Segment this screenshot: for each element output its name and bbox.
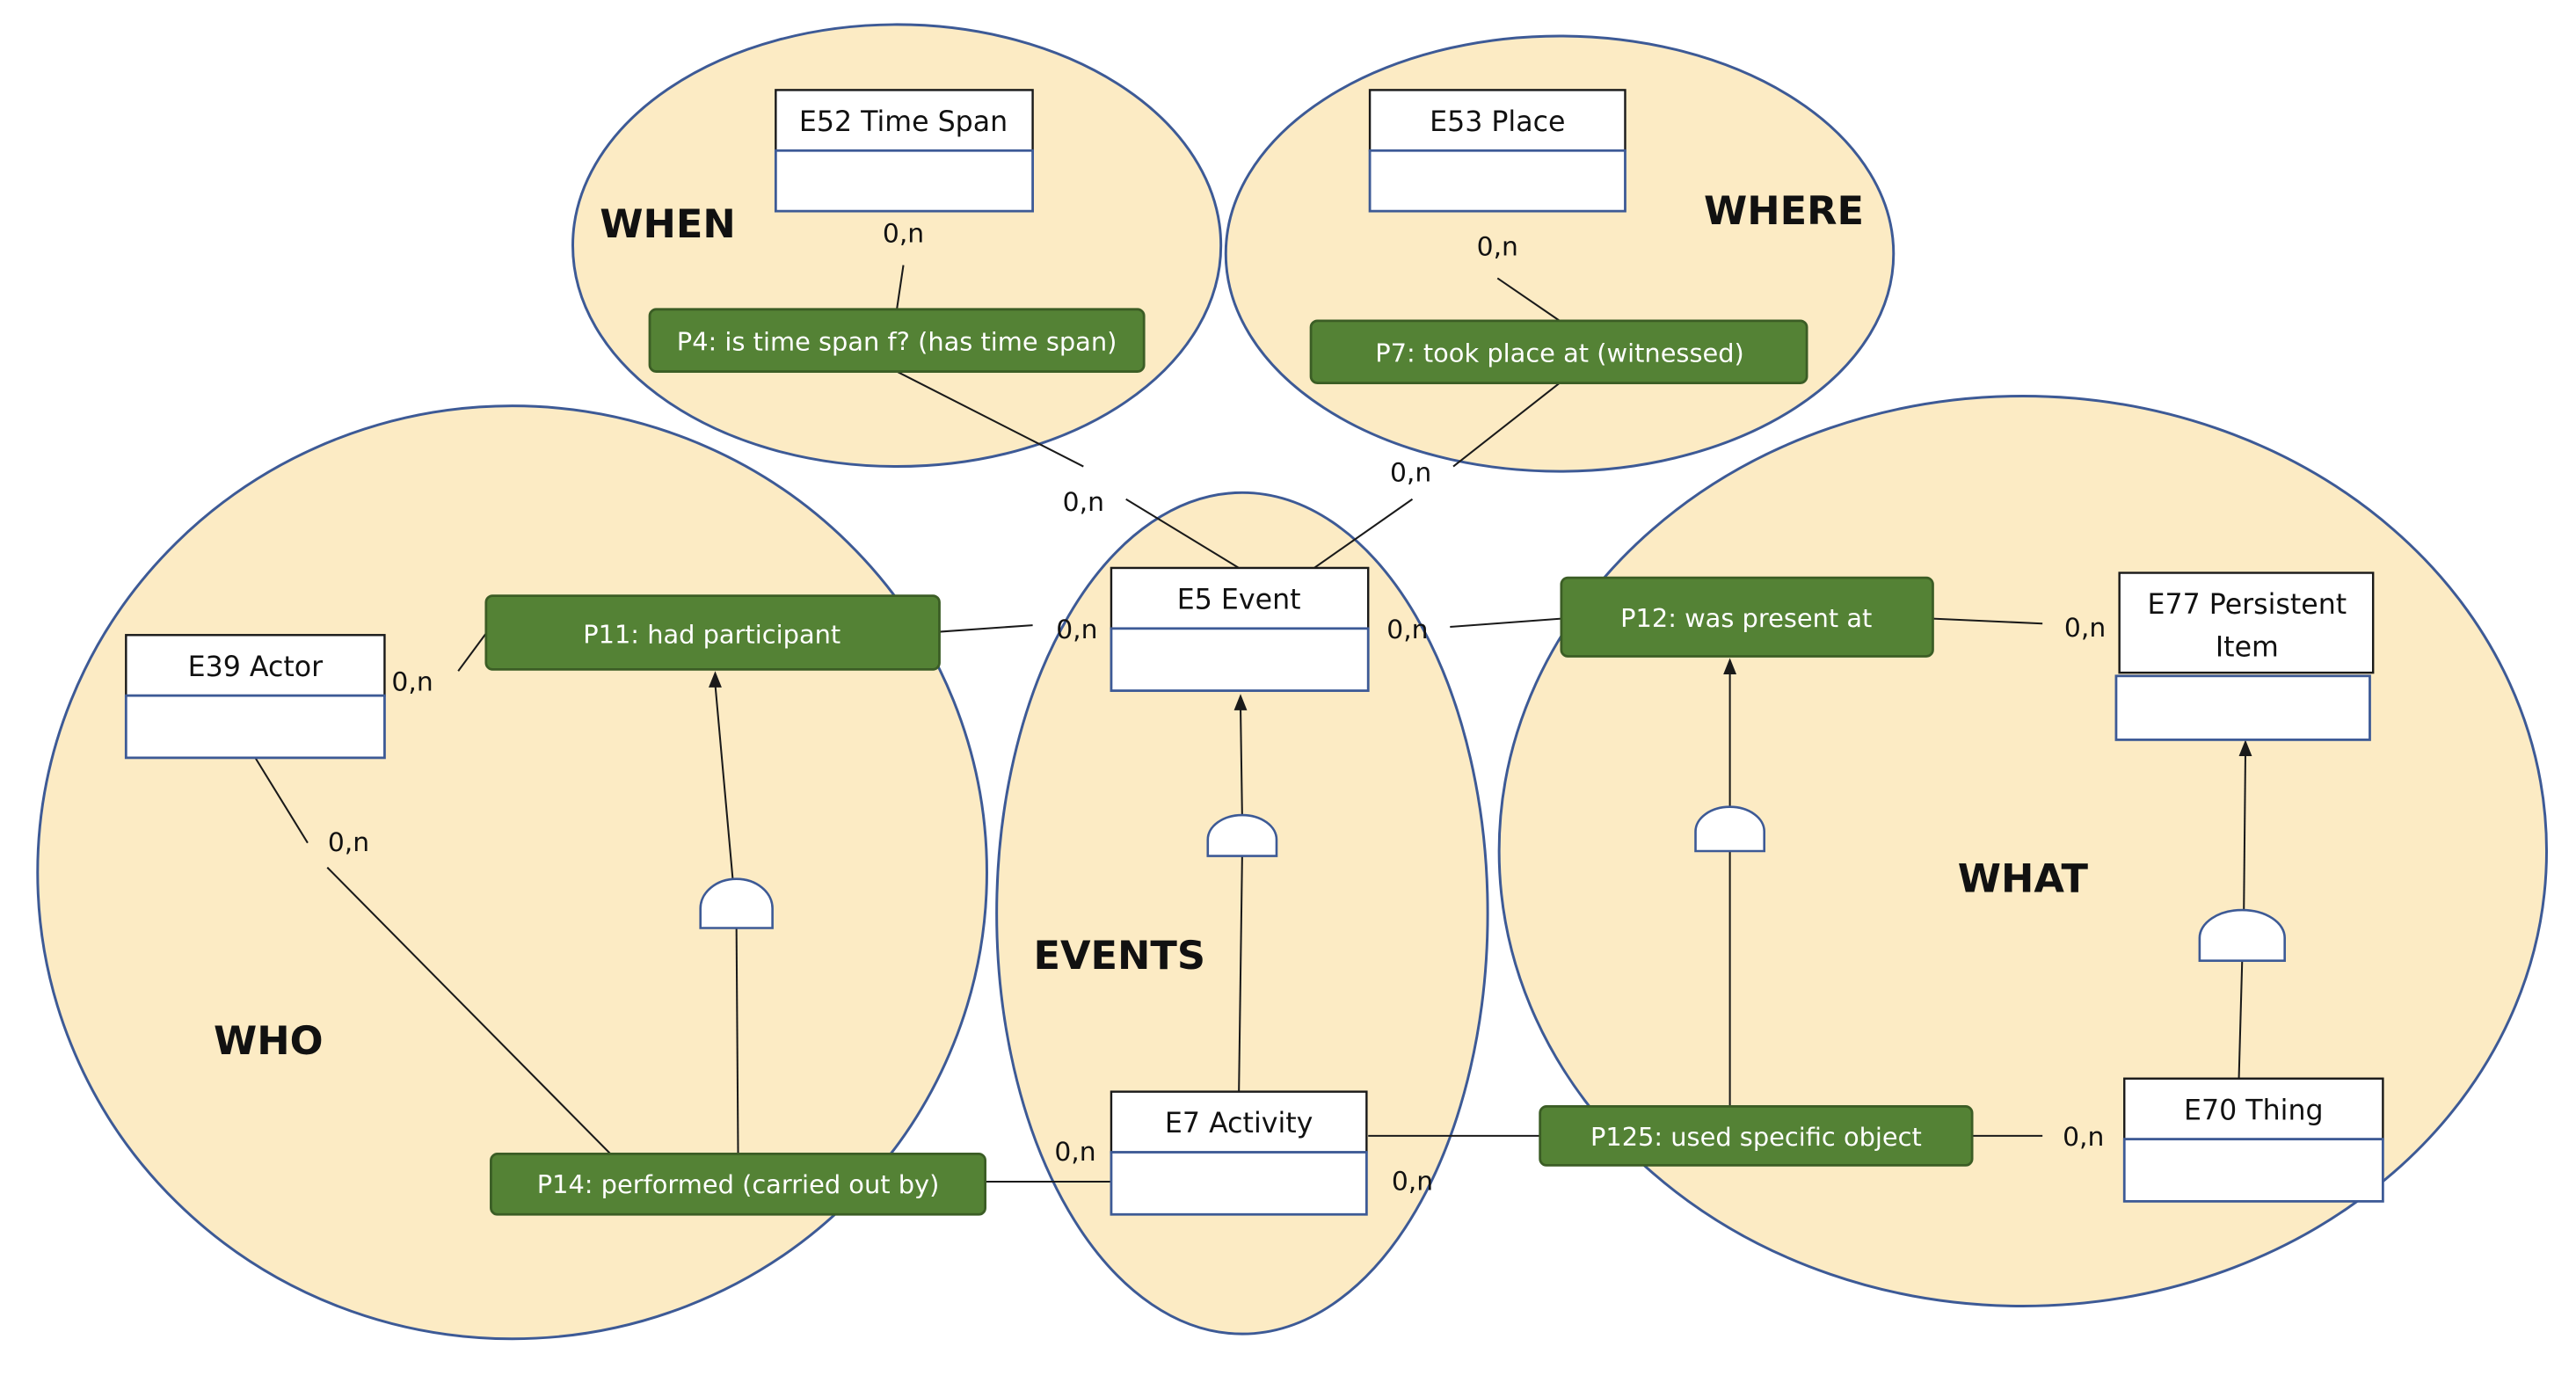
class-e77-body-box — [2114, 674, 2371, 741]
subtype-marker-e70-e77 — [2198, 908, 2286, 963]
subtype-marker-p14-p11 — [699, 877, 774, 929]
class-e52: E52 Time Span — [774, 89, 1034, 213]
class-e39-title-box — [125, 634, 386, 697]
region-label-where: WHERE — [1704, 188, 1864, 234]
cardinality-e5-p12: 0,n — [1386, 615, 1428, 645]
cardinality-p125-e70: 0,n — [2063, 1122, 2104, 1153]
cardinality-p14-e7: 0,n — [1054, 1137, 1095, 1168]
connector-p12-e77 — [1932, 617, 2043, 625]
property-p14-label: P14: performed (carried out by) — [537, 1169, 940, 1199]
property-p11-box — [484, 594, 941, 671]
cardinality-p4-e5: 0,n — [1063, 487, 1104, 518]
cardinality-labels: 0,n 0,n 0,n 0,n 0,n 0,n 0,n 0,n 0,n 0,n … — [328, 219, 2106, 1197]
class-e7: E7 Activity — [1110, 1090, 1368, 1216]
connector-p4-e5b — [1125, 498, 1240, 569]
property-p12-box — [1560, 576, 1934, 658]
cardinality-p12-e77: 0,n — [2064, 613, 2106, 644]
region-label-when: WHEN — [600, 201, 736, 247]
subtype-markers — [699, 805, 2286, 963]
property-p14-box — [490, 1152, 987, 1216]
cardinality-e7-p125: 0,n — [1392, 1166, 1433, 1197]
property-p4-box — [648, 308, 1146, 373]
link-p14-semi — [735, 928, 739, 1154]
property-p14: P14: performed (carried out by) — [490, 1152, 987, 1216]
connector-p4-e5a — [896, 370, 1084, 468]
class-e5-body-box — [1110, 627, 1370, 692]
link-e7-semi — [1238, 855, 1243, 1092]
class-e53-title-box — [1368, 89, 1626, 152]
property-p125-label: P125: used specific object — [1590, 1122, 1922, 1152]
class-e77-label-line1: E77 Persistent — [2148, 589, 2347, 621]
property-p11-label: P11: had participant — [583, 620, 840, 650]
connector-e52-p4 — [896, 265, 905, 309]
link-e70-semi — [2238, 960, 2244, 1079]
cardinality-e39-p14: 0,n — [328, 827, 369, 858]
property-boxes: P4: is time span f? (has time span) P7: … — [484, 308, 1974, 1216]
connector-p7-e5a — [1452, 382, 1561, 468]
property-p4: P4: is time span f? (has time span) — [648, 308, 1146, 373]
connector-e5-p12 — [1450, 617, 1561, 628]
region-label-what: WHAT — [1958, 856, 2089, 902]
class-e52-label: E52 Time Span — [799, 106, 1008, 138]
class-e70-body-box — [2122, 1138, 2384, 1203]
property-p125: P125: used specific object — [1539, 1105, 1974, 1167]
class-e53: E53 Place — [1368, 89, 1626, 213]
cardinality-e53-p7: 0,n — [1477, 231, 1518, 262]
class-e70: E70 Thing — [2122, 1077, 2384, 1203]
class-e7-title-box — [1110, 1090, 1368, 1154]
connector-p11-e5 — [939, 624, 1033, 633]
cardinality-e39-p11: 0,n — [391, 667, 433, 698]
link-semi-e5 — [1239, 707, 1243, 817]
connector-e39-p14b — [326, 866, 612, 1155]
cardinality-p11-e5: 0,n — [1056, 615, 1097, 645]
arrowhead-e77 — [2238, 739, 2252, 757]
class-e7-label: E7 Activity — [1165, 1108, 1313, 1139]
class-e77-title-box — [2118, 571, 2375, 674]
region-label-events: EVENTS — [1033, 933, 1205, 979]
class-e52-body-box — [774, 149, 1034, 213]
class-e70-title-box — [2123, 1077, 2384, 1140]
arrowheads — [709, 658, 2252, 757]
class-e39-body-box — [124, 694, 386, 760]
connector-e53-p7 — [1496, 277, 1561, 322]
arrowhead-e5 — [1233, 694, 1248, 710]
class-e77: E77 Persistent Item — [2114, 571, 2375, 741]
subtype-marker-e7-e5 — [1206, 813, 1278, 857]
arrowhead-p12 — [1723, 658, 1737, 674]
region-what — [1497, 395, 2549, 1307]
class-e52-title-box — [775, 89, 1034, 152]
arrowhead-p11 — [709, 671, 722, 688]
cardinality-e52-p4: 0,n — [883, 219, 924, 250]
class-e77-label-line2: Item — [2216, 631, 2279, 663]
property-p4-label: P4: is time span f? (has time span) — [677, 326, 1117, 356]
property-p125-box — [1539, 1105, 1974, 1167]
property-p12-label: P12: was present at — [1620, 603, 1872, 633]
property-p7-box — [1309, 319, 1808, 384]
connector-p7-e5b — [1313, 498, 1414, 569]
class-e53-label: E53 Place — [1430, 106, 1565, 138]
cardinality-p7-e5: 0,n — [1390, 457, 1431, 488]
region-label-who: WHO — [214, 1018, 324, 1064]
link-semi-p11 — [714, 684, 734, 884]
class-e53-body-box — [1368, 149, 1626, 213]
connector-e39-p14a — [254, 757, 309, 844]
connectors — [254, 265, 2247, 1183]
class-boxes: E52 Time Span E53 Place E39 Actor E5 Eve… — [124, 89, 2384, 1216]
property-p11: P11: had participant — [484, 594, 941, 671]
property-p7-label: P7: took place at (witnessed) — [1375, 338, 1744, 368]
class-e7-body-box — [1110, 1151, 1368, 1216]
class-e5-label: E5 Event — [1177, 584, 1301, 615]
link-semi-e77 — [2243, 753, 2247, 917]
class-e39-label: E39 Actor — [188, 651, 324, 683]
class-e5: E5 Event — [1110, 566, 1370, 692]
property-p12: P12: was present at — [1560, 576, 1934, 658]
class-e39: E39 Actor — [124, 634, 386, 760]
class-e70-label: E70 Thing — [2184, 1095, 2324, 1126]
property-p7: P7: took place at (witnessed) — [1309, 319, 1808, 384]
subtype-marker-p125-p12 — [1694, 805, 1766, 853]
region-labels: WHEN WHERE WHO EVENTS WHAT — [214, 188, 2088, 1064]
connector-e39-p11 — [457, 632, 487, 672]
